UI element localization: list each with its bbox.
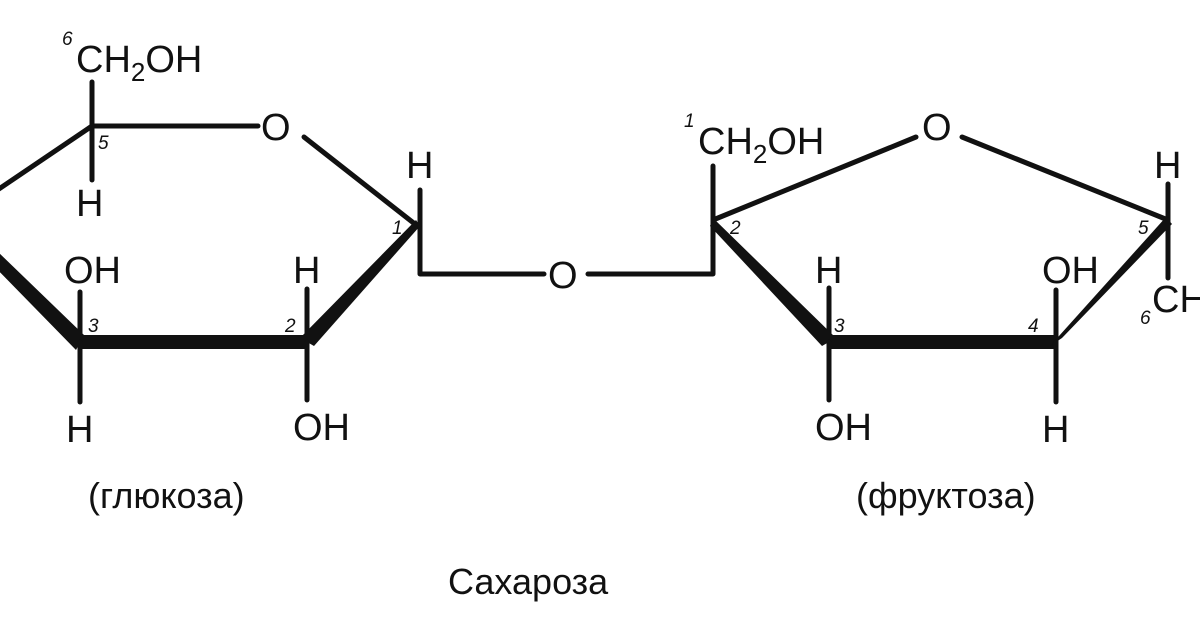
bond-c2-c3-wedge — [710, 218, 836, 346]
diagram-title: Сахароза — [448, 561, 609, 602]
bond-c5-c4 — [0, 123, 95, 192]
fructose-c4-oh: OH — [1042, 250, 1099, 292]
glucose-labels: 6 CH2OH 5 H O H 1 H 2 OH OH 3 H (глюкоза… — [62, 29, 433, 516]
fructose-c5-number: 5 — [1138, 218, 1149, 239]
glucose-c3-number: 3 — [88, 316, 99, 337]
bond-c1-bridge-o — [417, 225, 547, 277]
fructose-c3-number: 3 — [834, 316, 845, 337]
fructose-c2-number: 2 — [729, 218, 741, 239]
fructose-ch2oh-oh: OH — [767, 121, 824, 163]
fructose-c4-number: 4 — [1028, 316, 1039, 337]
bond-c3-c4-wedge — [0, 253, 84, 350]
fructose-ring-oxygen: O — [922, 107, 952, 149]
glucose-c1-number: 1 — [392, 218, 403, 239]
fructose-c3-oh: OH — [815, 407, 872, 449]
fructose-caption: (фруктоза) — [856, 475, 1036, 516]
bond-ring-o-c5 — [959, 134, 1171, 223]
bond-c1-c2-wedge — [300, 220, 420, 346]
glucose-c2-oh: OH — [293, 407, 350, 449]
bond-c2-c3-wedge — [80, 335, 307, 349]
bond-c4-c5-wedge — [1050, 217, 1172, 346]
fructose-ch2oh-sub: 2 — [753, 139, 767, 169]
glucose-c3-h: H — [66, 409, 93, 451]
bond-c3-c4-wedge — [829, 335, 1056, 349]
fructose-c3-h: H — [815, 250, 842, 292]
glucose-c6-number: 6 — [62, 29, 73, 50]
fructose-c5-h: H — [1154, 145, 1181, 187]
glucose-c5-number: 5 — [98, 133, 109, 154]
glucose-c3-oh: OH — [64, 250, 121, 292]
glucose-ch2oh-sub: 2 — [131, 57, 145, 87]
fructose-c6-group: CH — [1152, 279, 1200, 321]
fructose-ch2oh-ch: CH — [698, 121, 753, 163]
glycosidic-bond — [417, 217, 716, 277]
fructose-labels: 1 CH2OH 2 O H 3 OH OH 4 H H 5 6 CH (фрук… — [684, 107, 1200, 516]
fructose-c1-number: 1 — [684, 111, 695, 132]
glucose-ring-oxygen: O — [261, 107, 291, 149]
glucose-c5-h: H — [76, 183, 103, 225]
bridge-oxygen: O — [548, 255, 578, 297]
glucose-c1-h: H — [406, 145, 433, 187]
glucose-c2-number: 2 — [284, 316, 296, 337]
bond-ring-o-c1 — [301, 134, 423, 231]
bond-bridge-o-c2 — [585, 217, 716, 277]
glucose-ch2oh-group: CH2OH — [76, 39, 202, 87]
glucose-c2-h: H — [293, 250, 320, 292]
fructose-c4-h: H — [1042, 409, 1069, 451]
bond-c2-ring-o — [710, 134, 919, 223]
fructose-c6-number: 6 — [1140, 308, 1151, 329]
glucose-caption: (глюкоза) — [88, 475, 245, 516]
glucose-ch2oh-ch: CH — [76, 39, 131, 81]
glucose-ch2oh-oh: OH — [145, 39, 202, 81]
fructose-ring — [710, 134, 1172, 405]
fructose-ch2oh-group: CH2OH — [698, 121, 824, 169]
glucose-ring — [0, 79, 423, 405]
